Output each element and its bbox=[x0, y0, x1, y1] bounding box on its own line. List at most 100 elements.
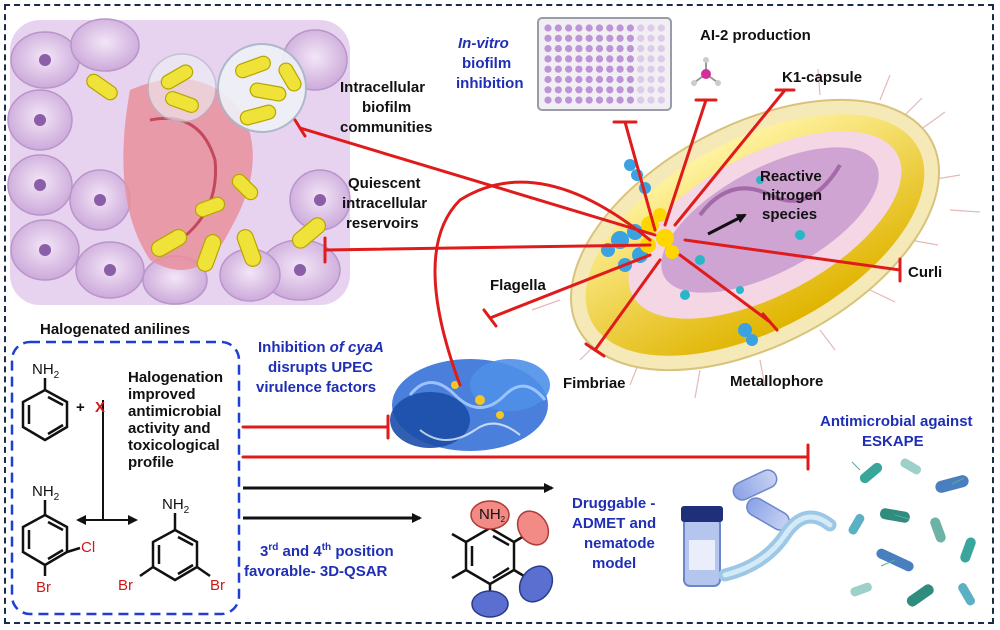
plate-well bbox=[657, 45, 665, 53]
halogenation-note: Halogenation improved antimicrobial acti… bbox=[128, 369, 223, 471]
aniline-structure bbox=[21, 378, 69, 442]
dibromo-aniline-structure bbox=[139, 513, 211, 582]
plate-well bbox=[565, 45, 573, 53]
svg-text:NH2: NH2 bbox=[162, 496, 190, 516]
halogenated-anilines-title: Halogenated anilines bbox=[40, 321, 190, 338]
svg-text:NH2: NH2 bbox=[32, 361, 60, 381]
svg-text:communities: communities bbox=[340, 119, 433, 136]
flagella-label: Flagella bbox=[490, 277, 547, 294]
svg-text:antimicrobial: antimicrobial bbox=[128, 403, 221, 420]
plate-well bbox=[554, 86, 562, 94]
plate-well bbox=[544, 75, 552, 84]
plate-well bbox=[575, 34, 583, 42]
halogenated-anilines-box bbox=[10, 340, 241, 616]
plate-well bbox=[616, 86, 624, 94]
quiescent-label: Quiescent intracellular reservoirs bbox=[342, 175, 427, 232]
plate-well bbox=[544, 34, 552, 42]
svg-text:virulence factors: virulence factors bbox=[256, 379, 376, 396]
invitro-label: In-vitro biofilm inhibition bbox=[456, 35, 523, 92]
qsar-structure bbox=[451, 500, 554, 618]
plate-well bbox=[626, 75, 635, 84]
plate-well bbox=[637, 55, 645, 63]
plate-well bbox=[647, 86, 655, 94]
plate-well bbox=[637, 96, 645, 104]
plate-well bbox=[544, 24, 552, 32]
plate-well bbox=[657, 65, 665, 73]
plate-well bbox=[595, 34, 604, 42]
plate-well bbox=[585, 24, 593, 32]
plate-well bbox=[647, 96, 655, 104]
plate-well bbox=[606, 75, 614, 84]
plate-well bbox=[575, 55, 583, 63]
plate-well bbox=[575, 65, 583, 73]
plate-well bbox=[616, 96, 624, 104]
cyaA-protein-structure bbox=[390, 359, 550, 451]
svg-text:activity and: activity and bbox=[128, 420, 211, 437]
svg-text:biofilm: biofilm bbox=[362, 99, 411, 116]
inhibition-lines bbox=[241, 88, 902, 471]
svg-text:Inhibition of cyaA: Inhibition of cyaA bbox=[258, 339, 384, 356]
plate-well bbox=[657, 75, 665, 84]
ai2-production-label: AI-2 production bbox=[700, 27, 811, 44]
plate-well bbox=[616, 34, 624, 42]
halogenation-arrows bbox=[76, 400, 138, 525]
druggable-label: Druggable - ADMET and nematode model bbox=[572, 495, 656, 572]
plate-well bbox=[616, 45, 624, 53]
plate-well bbox=[626, 65, 635, 73]
plate-well bbox=[657, 96, 665, 104]
plate-well bbox=[585, 96, 593, 104]
eskape-label: Antimicrobial against ESKAPE bbox=[820, 413, 973, 450]
svg-text:ESKAPE: ESKAPE bbox=[862, 433, 924, 450]
plate-well bbox=[565, 86, 573, 94]
halogen-x-label: X bbox=[95, 399, 105, 416]
plate-well bbox=[554, 96, 562, 104]
qsar-nh2-label: NH2 bbox=[479, 506, 506, 524]
plate-well bbox=[626, 45, 635, 53]
metallophore-label: Metallophore bbox=[730, 373, 823, 390]
plate-well bbox=[544, 55, 552, 63]
drug-and-nematode-illustration bbox=[681, 469, 837, 587]
plate-well bbox=[595, 86, 604, 94]
plate-well bbox=[554, 75, 562, 84]
svg-text:NH2: NH2 bbox=[479, 506, 506, 524]
svg-text:biofilm: biofilm bbox=[462, 55, 511, 72]
plate-well bbox=[575, 45, 583, 53]
plate-well bbox=[565, 75, 573, 84]
plate-well bbox=[565, 65, 573, 73]
plate-well bbox=[565, 24, 573, 32]
plate-well bbox=[585, 86, 593, 94]
plate-well bbox=[637, 65, 645, 73]
plate-well bbox=[554, 55, 562, 63]
chloro-bromo-aniline-structure bbox=[21, 500, 81, 576]
plate-well bbox=[544, 65, 552, 73]
svg-text:nitrogen: nitrogen bbox=[762, 187, 822, 204]
plate-well bbox=[595, 96, 604, 104]
plate-well bbox=[657, 55, 665, 63]
svg-text:intracellular: intracellular bbox=[342, 195, 427, 212]
ring2-nh2-label: NH2 bbox=[32, 483, 60, 503]
bromo-label-3: Br bbox=[210, 577, 225, 594]
curli-label: Curli bbox=[908, 264, 942, 281]
svg-text:favorable- 3D-QSAR: favorable- 3D-QSAR bbox=[244, 563, 388, 580]
plate-well bbox=[647, 55, 655, 63]
plate-well bbox=[585, 75, 593, 84]
reactive-nitrogen-label: Reactive nitrogen species bbox=[760, 168, 822, 223]
plate-well bbox=[585, 55, 593, 63]
outer-frame bbox=[4, 4, 994, 624]
plate-well bbox=[554, 45, 562, 53]
plate-well bbox=[554, 34, 562, 42]
activation-arrows bbox=[243, 213, 747, 523]
plate-well bbox=[606, 86, 614, 94]
plate-well bbox=[575, 75, 583, 84]
cyaa-label: Inhibition of cyaA disrupts UPEC virulen… bbox=[256, 339, 384, 396]
plate-well bbox=[647, 65, 655, 73]
plate-well bbox=[606, 24, 614, 32]
plate-well bbox=[637, 34, 645, 42]
plate-well bbox=[647, 34, 655, 42]
plate-well bbox=[554, 24, 562, 32]
svg-text:Antimicrobial against: Antimicrobial against bbox=[820, 413, 973, 430]
svg-text:inhibition: inhibition bbox=[456, 75, 523, 92]
plate-well bbox=[647, 45, 655, 53]
plate-well bbox=[606, 45, 614, 53]
plate-well bbox=[544, 86, 552, 94]
